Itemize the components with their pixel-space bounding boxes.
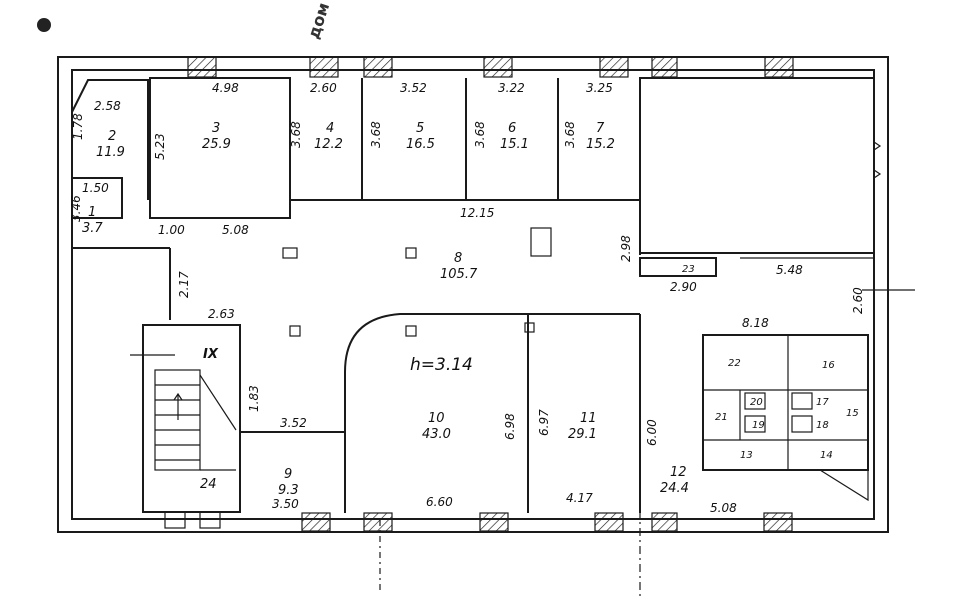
room-5-number: 5 xyxy=(416,121,424,136)
windows-top xyxy=(187,56,794,78)
room-23-number: 23 xyxy=(682,264,695,275)
room-12-area: 24.4 xyxy=(660,481,689,496)
room-labels: 1 3.7 2 11.9 3 25.9 4 12.2 5 16.5 6 15.1… xyxy=(82,121,859,498)
dim-1-00: 1.00 xyxy=(158,223,185,237)
dim-2-98: 2.98 xyxy=(619,235,633,262)
room-12-number: 12 xyxy=(670,465,687,480)
room-4-area: 12.2 xyxy=(314,137,343,152)
room-2-number: 2 xyxy=(108,129,116,144)
room-4-number: 4 xyxy=(326,121,334,136)
room-10-area: 43.0 xyxy=(422,427,451,442)
dim-6-00: 6.00 xyxy=(645,419,659,446)
dim-2-60b: 2.60 xyxy=(851,287,865,314)
staircase xyxy=(142,324,241,529)
section-lines xyxy=(130,289,915,600)
dim-2-90: 2.90 xyxy=(670,280,697,294)
dim-3-68b: 3.68 xyxy=(369,121,383,148)
outer-walls xyxy=(57,56,889,533)
dim-3-52b: 3.52 xyxy=(280,416,307,430)
room-10-number: 10 xyxy=(428,411,445,426)
dim-4-17: 4.17 xyxy=(566,491,593,505)
dim-3-22: 3.22 xyxy=(498,81,525,95)
dim-5-08a: 5.08 xyxy=(222,223,249,237)
room-16-number: 16 xyxy=(822,360,835,371)
corner-mark xyxy=(37,18,51,32)
room-11-area: 29.1 xyxy=(568,427,597,442)
dim-1-83: 1.83 xyxy=(247,385,261,412)
middle-walls xyxy=(240,313,869,513)
dimension-labels: 2.58 1.78 1.50 4.98 2.60 3.52 3.22 3.25 … xyxy=(69,81,865,515)
room-17-number: 17 xyxy=(816,397,829,408)
dim-3-68d: 3.68 xyxy=(563,121,577,148)
dim-5-48: 5.48 xyxy=(776,263,803,277)
dim-2-63: 2.63 xyxy=(208,307,235,321)
dim-3-52a: 3.52 xyxy=(400,81,427,95)
room-7-area: 15.2 xyxy=(586,137,615,152)
dim-3-68c: 3.68 xyxy=(473,121,487,148)
dim-5-23: 5.23 xyxy=(153,133,167,160)
dim-1-50: 1.50 xyxy=(82,181,109,195)
dim-5-08b: 5.08 xyxy=(710,501,737,515)
stamp-text: дом № ...ушатн xyxy=(304,0,367,41)
room-13-number: 13 xyxy=(740,450,753,461)
room-8-number: 8 xyxy=(454,251,462,266)
dim-3-68a: 3.68 xyxy=(289,121,303,148)
dim-6-98: 6.98 xyxy=(503,413,517,440)
dim-8-18: 8.18 xyxy=(742,316,769,330)
windows-bottom xyxy=(301,512,793,532)
room-3-area: 25.9 xyxy=(202,137,231,152)
room-22-number: 22 xyxy=(728,358,741,369)
room-9-area: 9.3 xyxy=(278,483,299,498)
columns xyxy=(282,227,552,337)
dim-3-25: 3.25 xyxy=(586,81,613,95)
dim-6-97: 6.97 xyxy=(537,409,551,436)
room-7-number: 7 xyxy=(596,121,605,136)
room-19-number: 19 xyxy=(752,420,765,431)
room-24-number: 24 xyxy=(200,477,217,492)
room-15-number: 15 xyxy=(846,408,859,419)
room-6-number: 6 xyxy=(508,121,516,136)
height-note: h=3.14 xyxy=(410,355,473,375)
room-21-number: 21 xyxy=(715,412,728,423)
dim-2-58: 2.58 xyxy=(94,99,121,113)
dim-1-78: 1.78 xyxy=(71,113,85,140)
dim-3-50: 3.50 xyxy=(272,497,299,511)
dim-2-17: 2.17 xyxy=(177,271,191,298)
dim-2-60: 2.60 xyxy=(310,81,337,95)
room-2-area: 11.9 xyxy=(96,145,125,160)
room-9-number: 9 xyxy=(284,467,292,482)
stair-label: IX xyxy=(203,347,219,362)
room-5-area: 16.5 xyxy=(406,137,435,152)
room-8-area: 105.7 xyxy=(440,267,478,282)
room-20-number: 20 xyxy=(750,397,763,408)
stamp: дом № ...ушатн xyxy=(304,0,367,41)
dim-4-98: 4.98 xyxy=(212,81,239,95)
room-11-number: 11 xyxy=(580,411,597,426)
dim-3-46: 3.46 xyxy=(69,195,83,222)
upper-rooms xyxy=(71,77,882,320)
room-18-number: 18 xyxy=(816,420,829,431)
room-3-number: 3 xyxy=(212,121,220,136)
room-1-number: 1 xyxy=(88,205,96,220)
room-14-number: 14 xyxy=(820,450,833,461)
dim-12-15: 12.15 xyxy=(460,206,494,220)
room-1-area: 3.7 xyxy=(82,221,103,236)
room-6-area: 15.1 xyxy=(500,137,529,152)
dim-6-60: 6.60 xyxy=(426,495,453,509)
